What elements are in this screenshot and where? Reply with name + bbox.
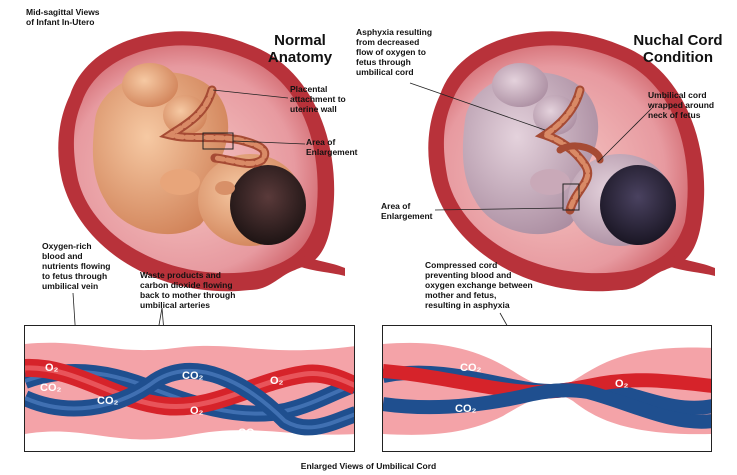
- compressed-line5: resulting in asphyxia: [425, 300, 533, 310]
- wrapped-line2: wrapped around: [648, 100, 714, 110]
- nuchal-cord-svg: [383, 326, 712, 452]
- normal-cord-enlargement: [24, 325, 355, 452]
- nuchal-area-label: Area of Enlargement: [381, 201, 433, 221]
- compressed-line2: preventing blood and: [425, 270, 533, 280]
- o2-label-b: O₂: [270, 376, 283, 386]
- o2-label-c: O₂: [190, 406, 203, 416]
- co2-label-c: CO₂: [182, 371, 203, 381]
- normal-title-line1: Normal: [255, 32, 345, 49]
- nuchal-cord-enlargement: [382, 325, 712, 452]
- views-label-line1: Mid-sagittal Views: [26, 7, 100, 17]
- normal-title: Normal Anatomy: [255, 32, 345, 66]
- oxygen-line1: Oxygen-rich: [42, 241, 110, 251]
- nuchal-co2-label-b: CO₂: [455, 404, 476, 414]
- compressed-line4: mother and fetus,: [425, 290, 533, 300]
- o2-label-a: O₂: [45, 363, 58, 373]
- co2-label-a: CO₂: [40, 383, 61, 393]
- normal-area-line1: Area of: [306, 137, 358, 147]
- asphyxia-line3: flow of oxygen to: [356, 47, 432, 57]
- placental-line1: Placental: [290, 84, 346, 94]
- wrapped-line1: Umbilical cord: [648, 90, 714, 100]
- nuchal-o2-label-a: O₂: [615, 379, 628, 389]
- waste-label: Waste products and carbon dioxide flowin…: [140, 270, 235, 310]
- wrapped-line3: neck of fetus: [648, 110, 714, 120]
- compressed-label: Compressed cord preventing blood and oxy…: [425, 260, 533, 310]
- oxygen-line2: blood and: [42, 251, 110, 261]
- asphyxia-line5: umbilical cord: [356, 67, 432, 77]
- co2-label-b: CO₂: [97, 396, 118, 406]
- normal-area-line2: Enlargement: [306, 147, 358, 157]
- placental-line2: attachment to: [290, 94, 346, 104]
- oxygen-label: Oxygen-rich blood and nutrients flowing …: [42, 241, 110, 291]
- nuchal-area-line2: Enlargement: [381, 211, 433, 221]
- views-label-line2: of Infant In-Utero: [26, 17, 100, 27]
- placental-line3: uterine wall: [290, 104, 346, 114]
- normal-cord-svg: [25, 326, 355, 452]
- waste-line1: Waste products and: [140, 270, 235, 280]
- co2-label-d: CO₂: [238, 428, 259, 438]
- normal-title-line2: Anatomy: [255, 49, 345, 66]
- placental-label: Placental attachment to uterine wall: [290, 84, 346, 114]
- nuchal-title-line1: Nuchal Cord: [622, 32, 734, 49]
- oxygen-line4: to fetus through: [42, 271, 110, 281]
- waste-line4: umbilical arteries: [140, 300, 235, 310]
- waste-line2: carbon dioxide flowing: [140, 280, 235, 290]
- nuchal-title: Nuchal Cord Condition: [622, 32, 734, 66]
- footer-caption: Enlarged Views of Umbilical Cord: [0, 461, 737, 471]
- asphyxia-line4: fetus through: [356, 57, 432, 67]
- waste-line3: back to mother through: [140, 290, 235, 300]
- views-label: Mid-sagittal Views of Infant In-Utero: [26, 7, 100, 27]
- oxygen-line5: umbilical vein: [42, 281, 110, 291]
- compressed-line3: oxygen exchange between: [425, 280, 533, 290]
- compressed-line1: Compressed cord: [425, 260, 533, 270]
- asphyxia-line2: from decreased: [356, 37, 432, 47]
- asphyxia-label: Asphyxia resulting from decreased flow o…: [356, 27, 432, 77]
- normal-area-label: Area of Enlargement: [306, 137, 358, 157]
- nuchal-co2-label-a: CO₂: [460, 363, 481, 373]
- nuchal-area-line1: Area of: [381, 201, 433, 211]
- wrapped-label: Umbilical cord wrapped around neck of fe…: [648, 90, 714, 120]
- asphyxia-line1: Asphyxia resulting: [356, 27, 432, 37]
- oxygen-line3: nutrients flowing: [42, 261, 110, 271]
- nuchal-title-line2: Condition: [622, 49, 734, 66]
